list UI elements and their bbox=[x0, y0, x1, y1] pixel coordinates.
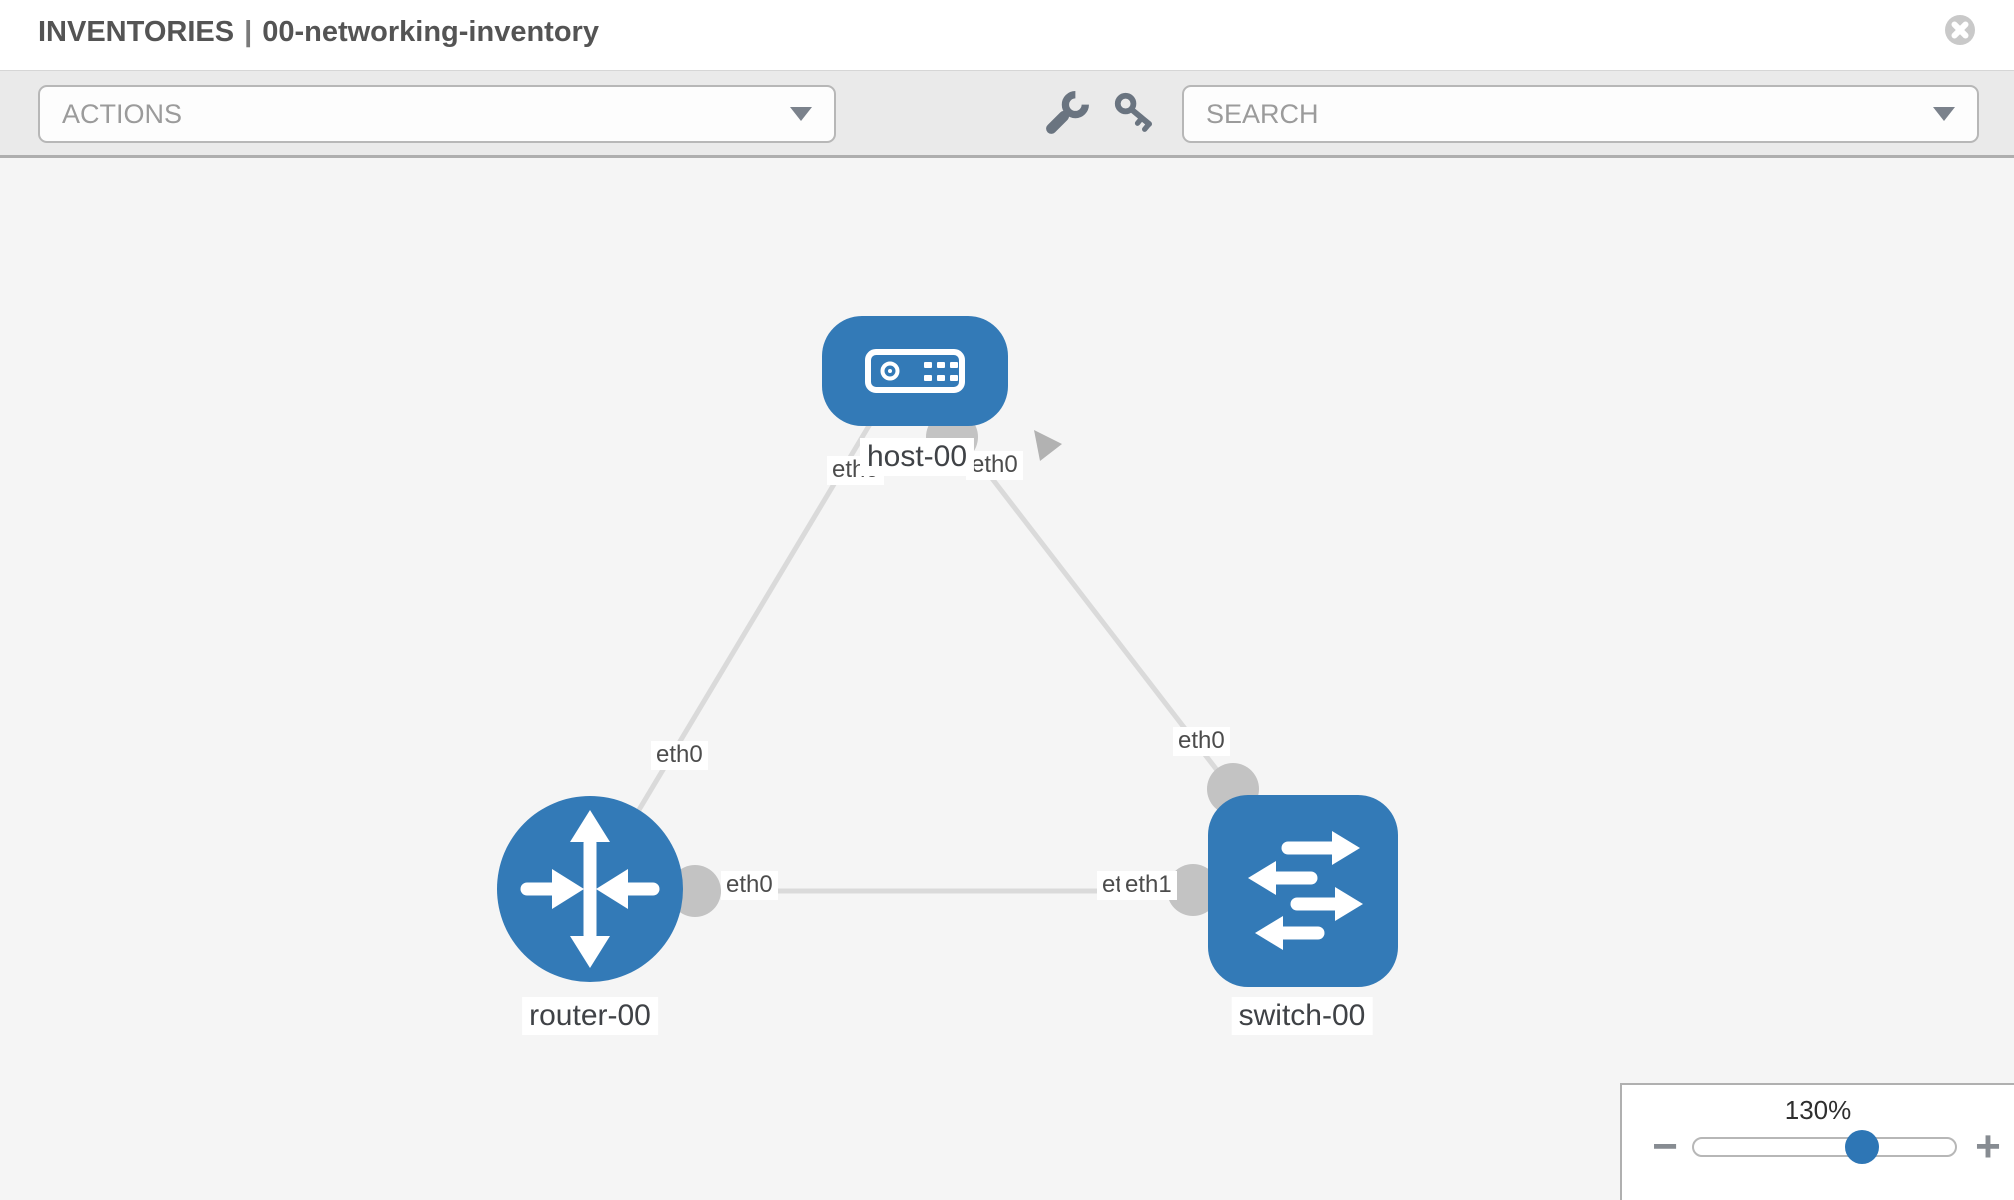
interface-label: eth0 bbox=[966, 451, 1023, 480]
node-host[interactable] bbox=[822, 316, 1008, 426]
chevron-down-icon bbox=[1933, 107, 1955, 121]
node-switch[interactable] bbox=[1208, 795, 1398, 987]
link-arrowhead-icon bbox=[1034, 430, 1062, 461]
zoom-level-value: 130% bbox=[1784, 1095, 1852, 1125]
zoom-slider-thumb[interactable] bbox=[1845, 1130, 1879, 1164]
node-label-router: router-00 bbox=[522, 997, 658, 1035]
router-icon bbox=[520, 810, 660, 968]
host-icon bbox=[865, 349, 965, 393]
interface-dot-switch-left[interactable] bbox=[1167, 864, 1219, 916]
interface-label: eth0 bbox=[1173, 727, 1230, 756]
node-router[interactable] bbox=[497, 796, 683, 982]
zoom-in-button[interactable]: + bbox=[1975, 1122, 2001, 1171]
search-dropdown[interactable]: SEARCH bbox=[1182, 85, 1979, 143]
close-icon bbox=[1945, 15, 1975, 45]
toolbar: ACTIONS SEARCH bbox=[0, 71, 2014, 158]
page-header: INVENTORIES | 00-networking-inventory bbox=[0, 0, 2014, 71]
interface-label: eth0 bbox=[721, 871, 778, 900]
chevron-down-icon bbox=[790, 107, 812, 121]
link-host-router[interactable] bbox=[594, 422, 873, 882]
search-dropdown-label: SEARCH bbox=[1206, 98, 1319, 129]
switch-icon bbox=[1248, 831, 1363, 950]
zoom-slider[interactable] bbox=[1692, 1130, 1957, 1164]
configure-button[interactable] bbox=[1039, 85, 1095, 141]
node-label-host: host-00 bbox=[859, 438, 975, 476]
actions-dropdown-label: ACTIONS bbox=[62, 98, 183, 129]
interface-label: eth1 bbox=[1120, 871, 1177, 900]
page-title: INVENTORIES | 00-networking-inventory bbox=[38, 16, 599, 49]
credentials-button[interactable] bbox=[1107, 85, 1163, 141]
inventory-name: 00-networking-inventory bbox=[262, 16, 599, 48]
breadcrumb-separator: | bbox=[244, 16, 253, 48]
key-icon bbox=[1114, 92, 1152, 132]
node-label-switch: switch-00 bbox=[1231, 997, 1373, 1035]
breadcrumb-section: INVENTORIES bbox=[38, 16, 235, 48]
close-button[interactable] bbox=[1944, 14, 1976, 46]
zoom-panel: 130% − + bbox=[1620, 1083, 2014, 1200]
zoom-out-button[interactable]: − bbox=[1652, 1122, 1678, 1171]
interface-label: eth0 bbox=[651, 741, 708, 770]
actions-dropdown[interactable]: ACTIONS bbox=[38, 85, 836, 143]
wrench-icon bbox=[1046, 91, 1089, 134]
